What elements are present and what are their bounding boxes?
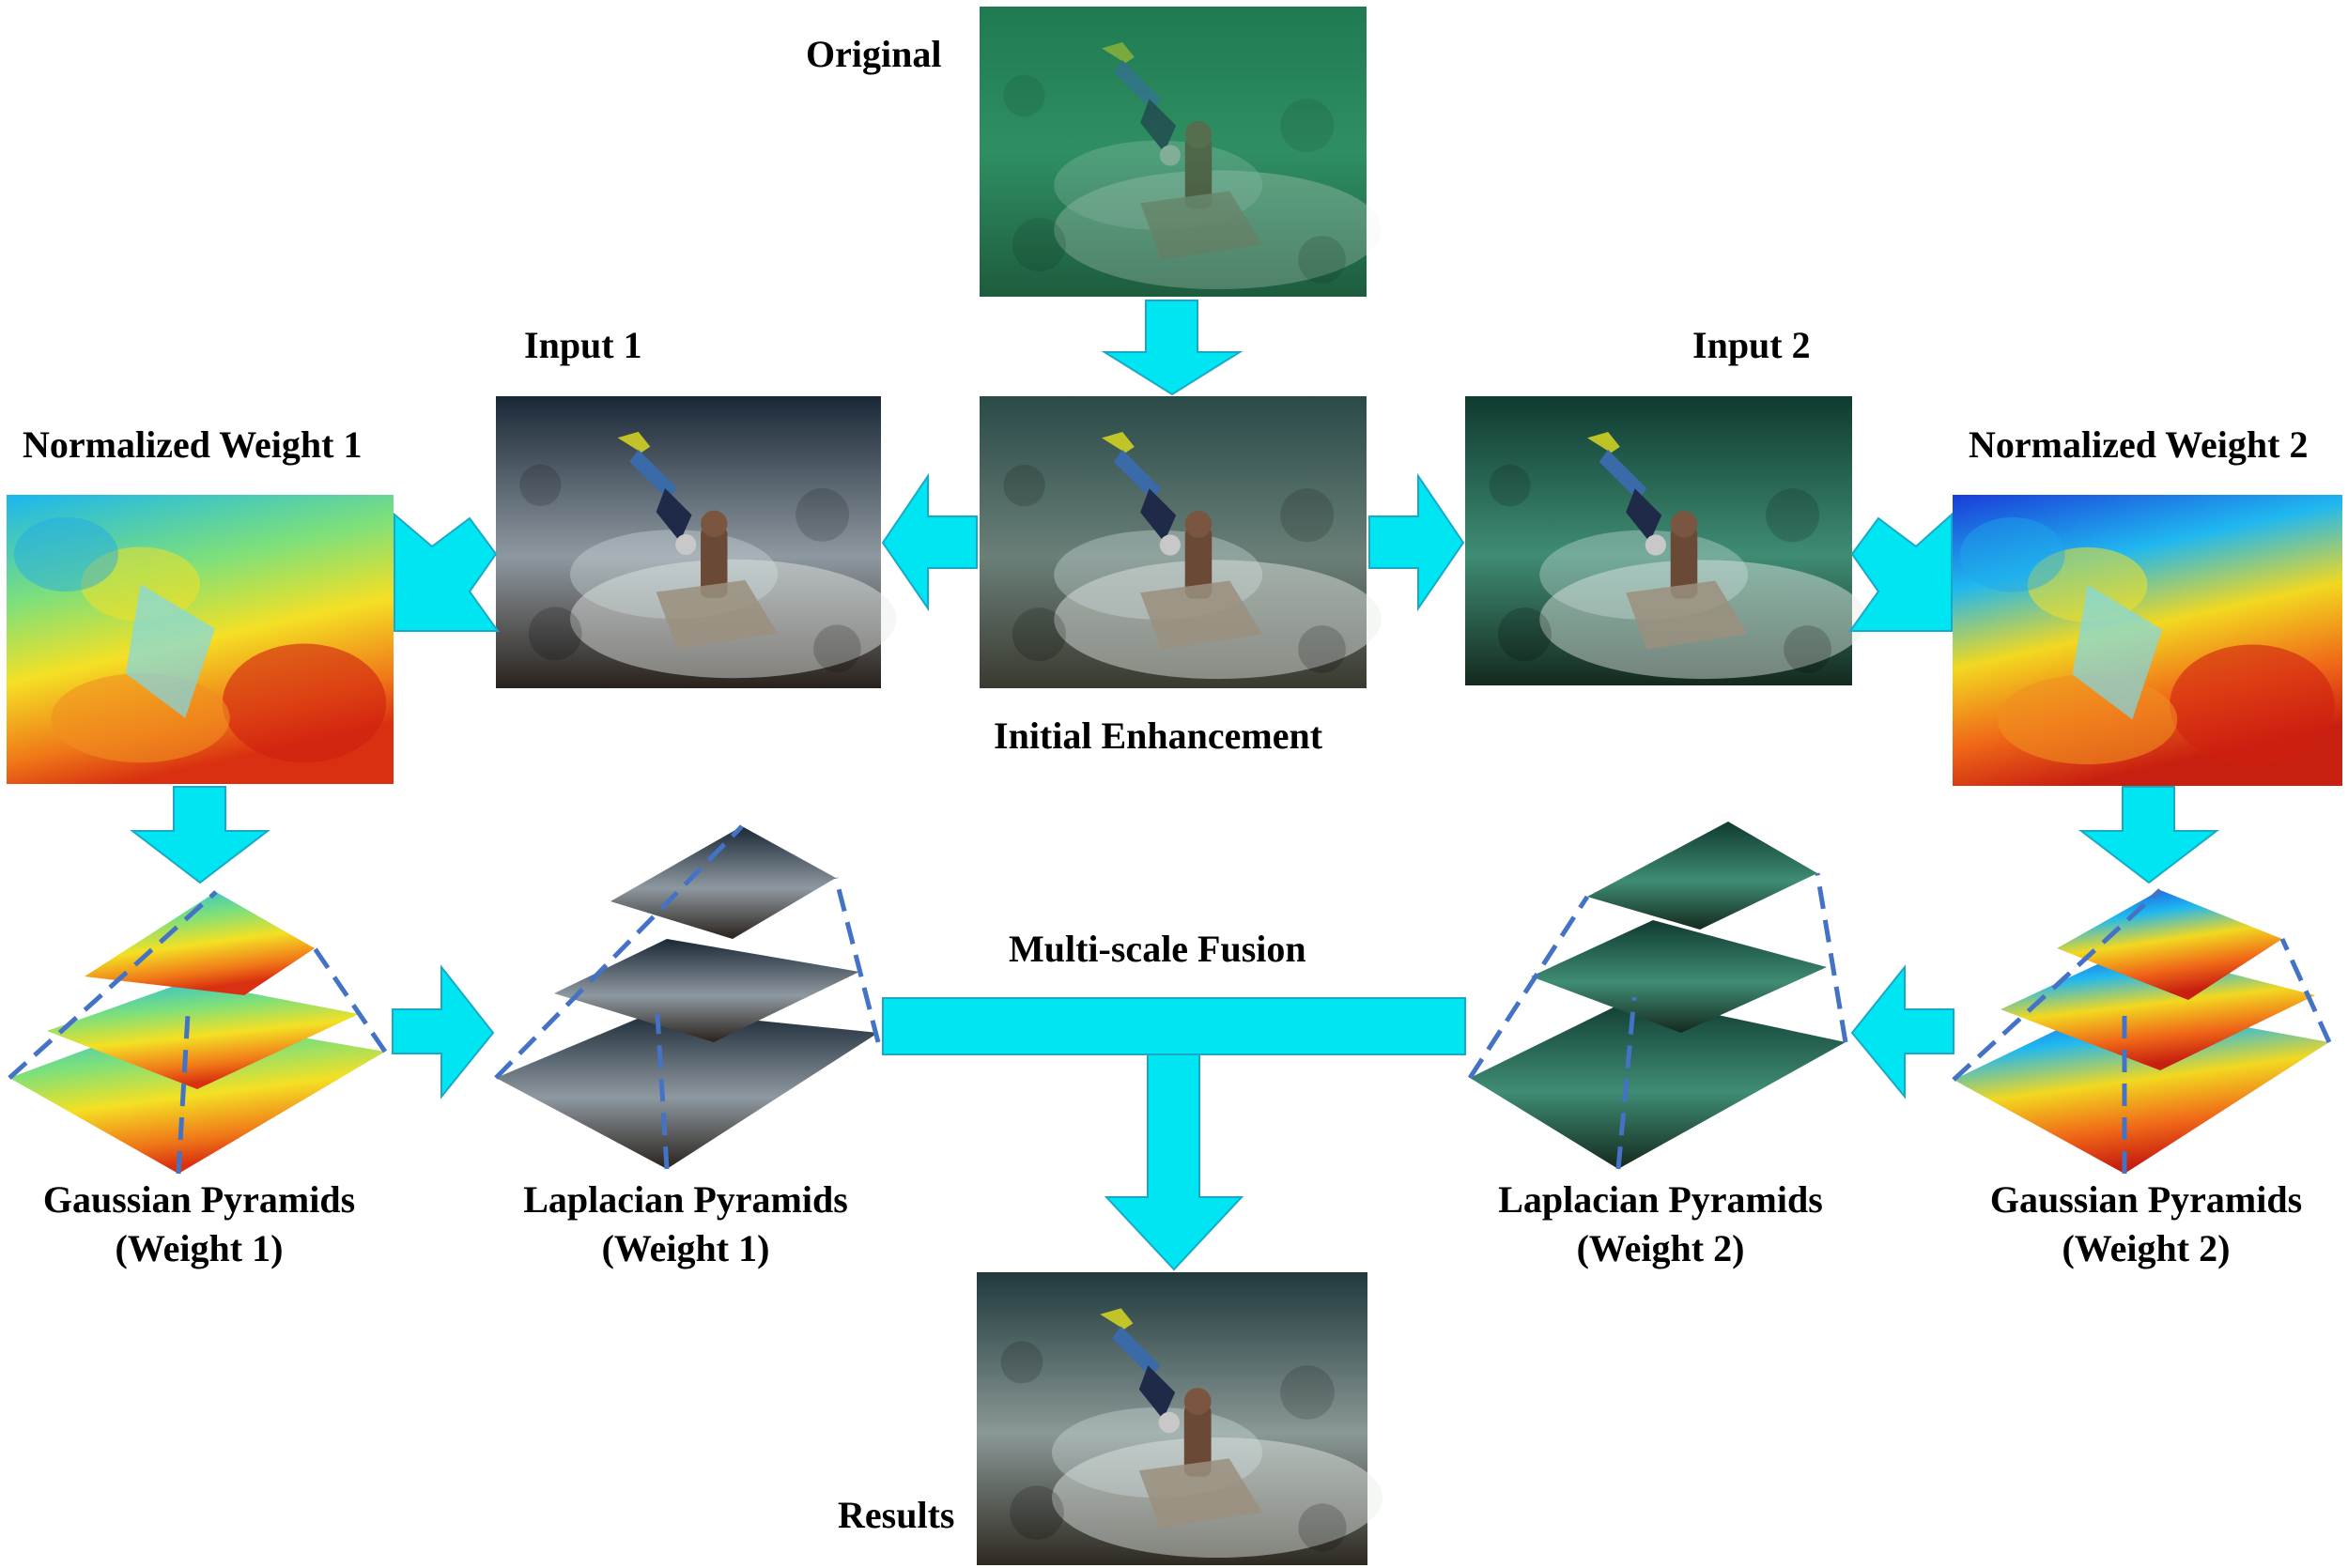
label-laplacian-2-line2: (Weight 2) [1576,1227,1745,1269]
label-gaussian-1-line2: (Weight 1) [115,1227,284,1269]
label-gaussian-2-line2: (Weight 2) [2062,1227,2231,1269]
arrow-gaussian-2-to-laplacian-2 [1850,964,1954,1099]
label-laplacian-1-line2: (Weight 1) [601,1227,770,1269]
arrow-fusion-to-results [1104,1053,1244,1271]
results-image [977,1272,1383,1565]
multi-scale-fusion-bar [882,997,1466,1055]
label-laplacian-pyramids-weight-1: Laplacian Pyramids (Weight 1) [523,1176,848,1273]
laplacian-pyramid-weight-2 [1467,822,1848,1170]
arrow-weight-1-to-gaussian-1 [130,786,270,884]
normalized-weight-1-map [7,495,394,784]
initial-enhancement-image [980,396,1382,688]
label-initial-enhancement: Initial Enhancement [994,715,1323,757]
gaussian-pyramid-weight-1 [8,890,388,1175]
original-image [980,7,1382,297]
label-input-2: Input 2 [1692,324,1811,366]
label-laplacian-pyramids-weight-2: Laplacian Pyramids (Weight 2) [1498,1176,1823,1273]
arrow-input-1-to-weight-1 [394,512,500,632]
label-input-1: Input 1 [524,324,642,366]
arrow-left-to-input-1 [881,472,978,612]
normalized-weight-2-map [1953,495,2342,786]
label-gaussian-pyramids-weight-2: Gaussian Pyramids (Weight 2) [1990,1176,2302,1273]
label-laplacian-2-line1: Laplacian Pyramids [1498,1178,1823,1221]
arrow-right-to-input-2 [1368,472,1465,612]
label-normalized-weight-2: Normalized Weight 2 [1969,423,2309,466]
gaussian-pyramid-weight-2 [1952,888,2332,1174]
label-gaussian-1-line1: Gaussian Pyramids [42,1178,356,1221]
label-gaussian-2-line1: Gaussian Pyramids [1989,1178,2303,1221]
label-original: Original [806,33,942,75]
arrow-down-to-enhancement [1101,300,1244,396]
input-2-image [1465,396,1867,685]
arrow-gaussian-1-to-laplacian-1 [392,964,495,1099]
input-1-image [496,396,897,688]
arrow-input-2-to-weight-2 [1848,512,1953,632]
label-gaussian-pyramids-weight-1: Gaussian Pyramids (Weight 1) [43,1176,355,1273]
label-normalized-weight-1: Normalized Weight 1 [23,423,363,466]
label-multi-scale-fusion: Multi-scale Fusion [1009,928,1306,970]
laplacian-pyramid-weight-1 [494,824,881,1170]
label-laplacian-1-line1: Laplacian Pyramids [523,1178,848,1221]
label-results: Results [838,1494,955,1536]
arrow-weight-2-to-gaussian-2 [2078,786,2219,884]
